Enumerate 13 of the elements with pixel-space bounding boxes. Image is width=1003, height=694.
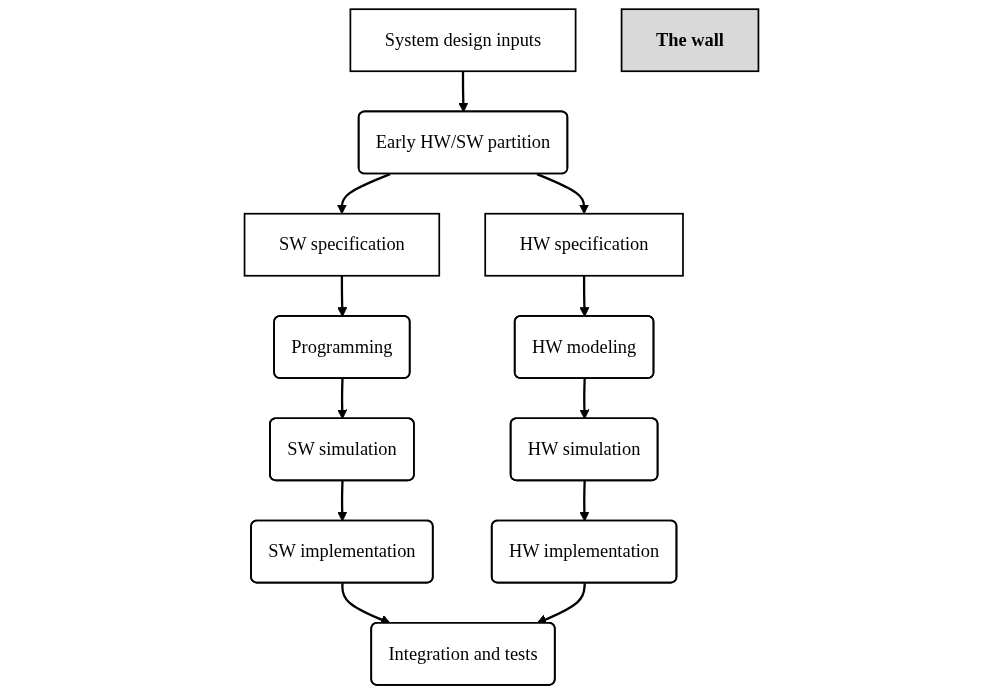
arrow bbox=[536, 173, 590, 215]
arrow bbox=[579, 275, 590, 317]
arrow bbox=[458, 71, 469, 113]
node-box: HW specification bbox=[484, 212, 684, 277]
arrow bbox=[337, 480, 348, 522]
node-box: System design inputs bbox=[349, 8, 577, 73]
arrow bbox=[579, 480, 590, 522]
arrow bbox=[337, 378, 348, 420]
node-box: SW specification bbox=[243, 212, 441, 277]
node-box: The wall bbox=[620, 8, 760, 73]
arrow bbox=[579, 378, 590, 420]
arrow bbox=[337, 275, 348, 317]
arrow bbox=[336, 173, 391, 215]
